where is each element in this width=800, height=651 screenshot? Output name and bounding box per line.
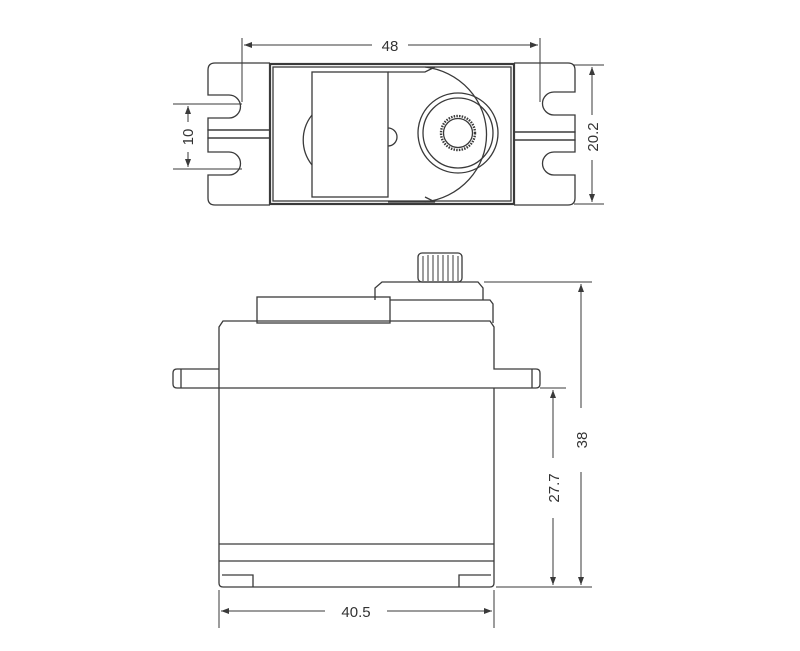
small-bump xyxy=(387,127,398,147)
output-spline-icon xyxy=(439,114,477,152)
left-tab-slot xyxy=(207,129,271,139)
dimension-48-label: 48 xyxy=(382,38,399,55)
left-mounting-tab xyxy=(207,62,270,206)
case-inner-outline xyxy=(272,66,512,202)
dimension-27-7-label: 27.7 xyxy=(546,473,563,502)
output-spline-side xyxy=(417,252,463,283)
right-mounting-tab xyxy=(514,62,576,206)
side-bulge xyxy=(302,114,313,166)
upper-case-flange xyxy=(172,320,541,389)
left-foot xyxy=(222,574,254,587)
dimension-40-5-label: 40.5 xyxy=(341,604,370,621)
spline-inner xyxy=(442,117,474,149)
gear-housing-arc xyxy=(424,66,488,203)
top-cover-side xyxy=(256,296,391,324)
gear-housing-side xyxy=(390,299,494,323)
case-body-top xyxy=(268,62,516,206)
top-view: 48 10 20.2 xyxy=(173,38,604,206)
case-body-side xyxy=(218,388,495,588)
dimension-38-label: 38 xyxy=(574,432,591,449)
gear-housing-edge xyxy=(388,66,436,203)
spline-teeth-icon xyxy=(422,255,459,281)
right-foot xyxy=(458,574,491,587)
right-tab-slot xyxy=(513,131,576,141)
output-ring-outer xyxy=(417,92,499,174)
dimension-10-label: 10 xyxy=(180,129,197,146)
output-ring-inner xyxy=(422,97,494,169)
top-cover-plate xyxy=(311,71,389,198)
side-view: 38 27.7 40.5 xyxy=(172,252,592,628)
dimension-20-2-label: 20.2 xyxy=(585,122,602,151)
output-hub xyxy=(374,281,484,300)
